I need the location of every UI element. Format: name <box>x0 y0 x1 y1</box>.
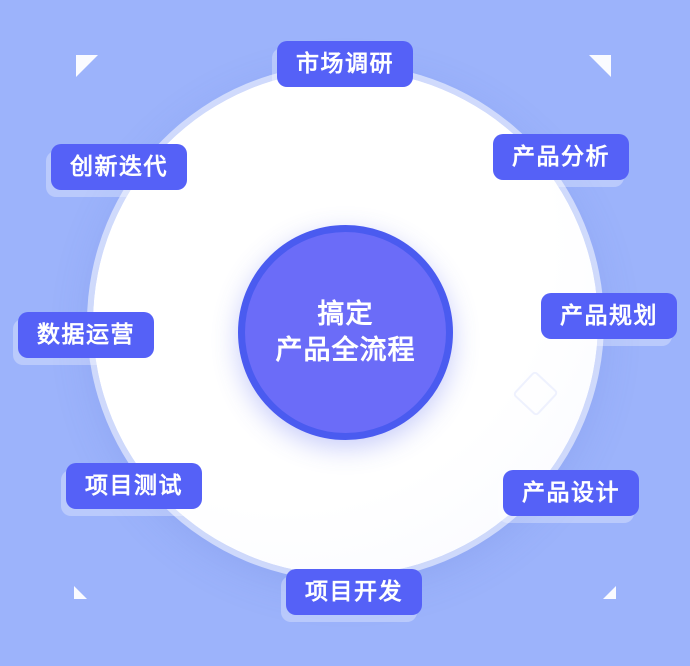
triangle-corner-icon-top-left <box>76 55 98 77</box>
triangle-corner-icon-bottom-right <box>603 586 616 599</box>
node-chip-top-right[interactable]: 产品分析 <box>493 134 629 180</box>
triangle-corner-icon-bottom-left <box>74 586 87 599</box>
node-chip-left[interactable]: 数据运营 <box>18 312 154 358</box>
node-chip-right[interactable]: 产品规划 <box>541 293 677 339</box>
center-hub-title-line1: 搞定 <box>317 299 374 330</box>
node-chip-top[interactable]: 市场调研 <box>277 41 413 87</box>
node-chip-bottom-left[interactable]: 项目测试 <box>66 463 202 509</box>
center-hub-title-line2: 产品全流程 <box>275 334 416 365</box>
center-hub: 搞定 产品全流程 <box>238 225 453 440</box>
triangle-corner-icon-top-right <box>589 55 611 77</box>
node-chip-bottom[interactable]: 项目开发 <box>286 569 422 615</box>
node-chip-top-left[interactable]: 创新迭代 <box>51 144 187 190</box>
node-chip-bottom-right[interactable]: 产品设计 <box>503 470 639 516</box>
